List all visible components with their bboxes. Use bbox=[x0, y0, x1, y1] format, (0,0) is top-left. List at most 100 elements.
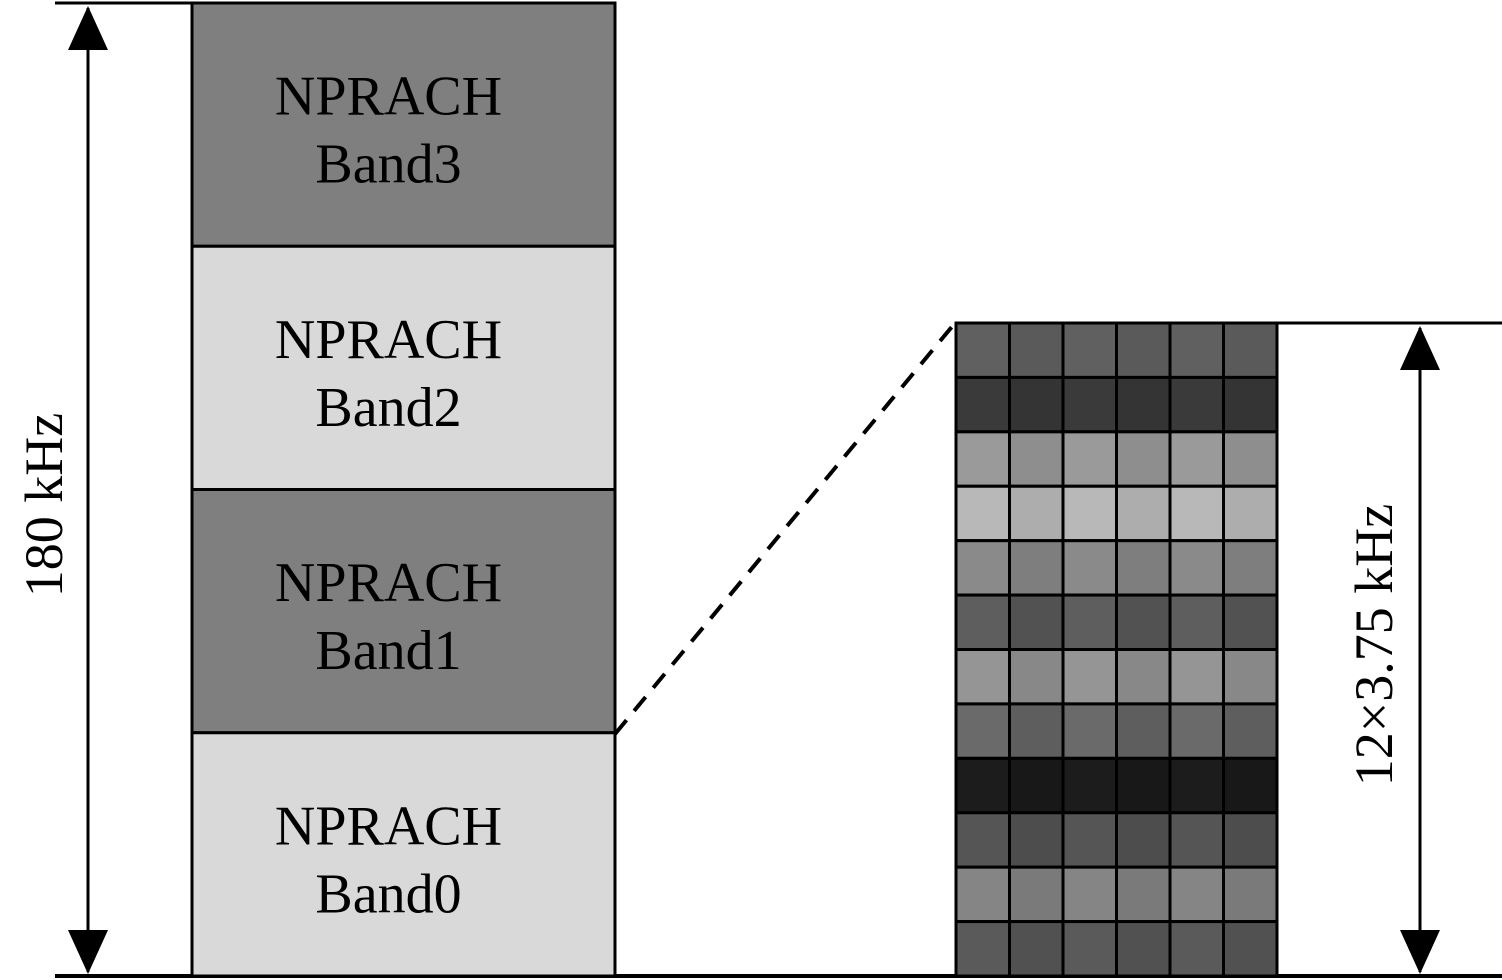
subcarrier-cell bbox=[954, 484, 1011, 543]
band-index-label: Band0 bbox=[315, 863, 461, 925]
subcarrier-cell bbox=[1222, 430, 1279, 488]
band-rect bbox=[190, 1, 617, 248]
subcarrier-cell bbox=[954, 430, 1011, 488]
band-column: NPRACHBand3NPRACHBand2NPRACHBand1NPRACHB… bbox=[190, 1, 617, 978]
subcarrier-cell bbox=[1115, 484, 1172, 543]
subcarrier-cell bbox=[1008, 648, 1065, 706]
band-index-label: Band1 bbox=[315, 620, 461, 682]
subcarrier-cell bbox=[1222, 484, 1279, 543]
subcarrier-dimension: 12×3.75 kHz bbox=[1344, 326, 1440, 974]
subcarrier-label: 12×3.75 kHz bbox=[1344, 504, 1404, 786]
subcarrier-cell bbox=[1115, 811, 1172, 869]
subcarrier-cell bbox=[1222, 865, 1279, 924]
subcarrier-cell bbox=[1222, 539, 1279, 597]
subcarrier-cell bbox=[1008, 811, 1065, 869]
band-title: NPRACH bbox=[275, 552, 502, 614]
subcarrier-cell bbox=[954, 702, 1011, 760]
subcarrier-cell bbox=[1008, 375, 1065, 434]
subcarrier-cell bbox=[1168, 321, 1225, 379]
subcarrier-cell bbox=[1115, 702, 1172, 760]
subcarrier-cell bbox=[954, 321, 1011, 379]
subcarrier-cell bbox=[1168, 484, 1225, 543]
subcarrier-cell bbox=[1115, 865, 1172, 924]
subcarrier-cell bbox=[954, 539, 1011, 597]
subcarrier-cell bbox=[1061, 702, 1118, 760]
subcarrier-cell bbox=[1061, 865, 1118, 924]
bandwidth-dimension: 180 kHz bbox=[14, 6, 108, 974]
subcarrier-cell bbox=[1222, 648, 1279, 706]
subcarrier-cell bbox=[1008, 321, 1065, 379]
subcarrier-cell bbox=[1115, 756, 1172, 815]
subcarrier-cell bbox=[1115, 321, 1172, 379]
subcarrier-arrow-bottom-head bbox=[1400, 930, 1440, 974]
subcarrier-cell bbox=[954, 920, 1011, 978]
subcarrier-cell bbox=[954, 756, 1011, 815]
bandwidth-arrow-bottom-head bbox=[68, 930, 108, 974]
subcarrier-cell bbox=[954, 865, 1011, 924]
subcarrier-cell bbox=[1222, 593, 1279, 651]
subcarrier-cell bbox=[1168, 811, 1225, 869]
subcarrier-cell bbox=[1061, 321, 1118, 379]
subcarrier-cell bbox=[1061, 920, 1118, 978]
subcarrier-cell bbox=[1222, 321, 1279, 379]
subcarrier-cell bbox=[1168, 920, 1225, 978]
subcarrier-cell bbox=[1008, 702, 1065, 760]
subcarrier-cell bbox=[1168, 375, 1225, 434]
subcarrier-cell bbox=[1061, 539, 1118, 597]
subcarrier-cell bbox=[1222, 811, 1279, 869]
subcarrier-cell bbox=[1115, 539, 1172, 597]
band-rect bbox=[190, 244, 617, 491]
subcarrier-cell bbox=[954, 648, 1011, 706]
zoom-connector-line bbox=[613, 321, 957, 736]
subcarrier-cell bbox=[1008, 593, 1065, 651]
subcarrier-arrow-top-head bbox=[1400, 326, 1440, 370]
subcarrier-cell bbox=[1168, 430, 1225, 488]
subcarrier-cell bbox=[954, 593, 1011, 651]
subcarrier-cell bbox=[1168, 865, 1225, 924]
subcarrier-cell bbox=[1168, 539, 1225, 597]
subcarrier-cell bbox=[1115, 920, 1172, 978]
band-title: NPRACH bbox=[275, 309, 502, 371]
subcarrier-cell bbox=[1061, 756, 1118, 815]
subcarrier-cell bbox=[1008, 865, 1065, 924]
band-title: NPRACH bbox=[275, 66, 502, 128]
subcarrier-cell bbox=[1222, 920, 1279, 978]
band-index-label: Band3 bbox=[315, 134, 461, 196]
subcarrier-cell bbox=[1222, 702, 1279, 760]
subcarrier-cell bbox=[1115, 430, 1172, 488]
subcarrier-cell bbox=[1008, 920, 1065, 978]
subcarrier-cell bbox=[1061, 375, 1118, 434]
band-rect bbox=[190, 731, 617, 978]
subcarrier-cell bbox=[1222, 375, 1279, 434]
subcarrier-cell bbox=[1115, 648, 1172, 706]
subcarrier-cell bbox=[1061, 593, 1118, 651]
subcarrier-cell bbox=[1168, 756, 1225, 815]
bandwidth-arrow-top-head bbox=[68, 6, 108, 50]
subcarrier-cell bbox=[1008, 430, 1065, 488]
subcarrier-cell bbox=[1061, 430, 1118, 488]
band-index-label: Band2 bbox=[315, 377, 461, 439]
subcarrier-cell bbox=[1061, 484, 1118, 543]
subcarrier-cell bbox=[1061, 811, 1118, 869]
subcarrier-cell bbox=[1222, 756, 1279, 815]
subcarrier-cell bbox=[1168, 593, 1225, 651]
subcarrier-cell bbox=[1008, 756, 1065, 815]
subcarrier-cell bbox=[1168, 648, 1225, 706]
band-rect bbox=[190, 488, 617, 735]
subcarrier-cell bbox=[1008, 484, 1065, 543]
subcarrier-cell bbox=[1115, 593, 1172, 651]
subcarrier-cell bbox=[1008, 539, 1065, 597]
subcarrier-cell bbox=[1168, 702, 1225, 760]
subcarrier-cell bbox=[954, 811, 1011, 869]
bandwidth-label: 180 kHz bbox=[14, 413, 74, 597]
subcarrier-cell bbox=[1061, 648, 1118, 706]
band-title: NPRACH bbox=[275, 795, 502, 857]
subcarrier-cell bbox=[954, 375, 1011, 434]
subcarrier-grid bbox=[954, 321, 1279, 978]
subcarrier-cell bbox=[1115, 375, 1172, 434]
